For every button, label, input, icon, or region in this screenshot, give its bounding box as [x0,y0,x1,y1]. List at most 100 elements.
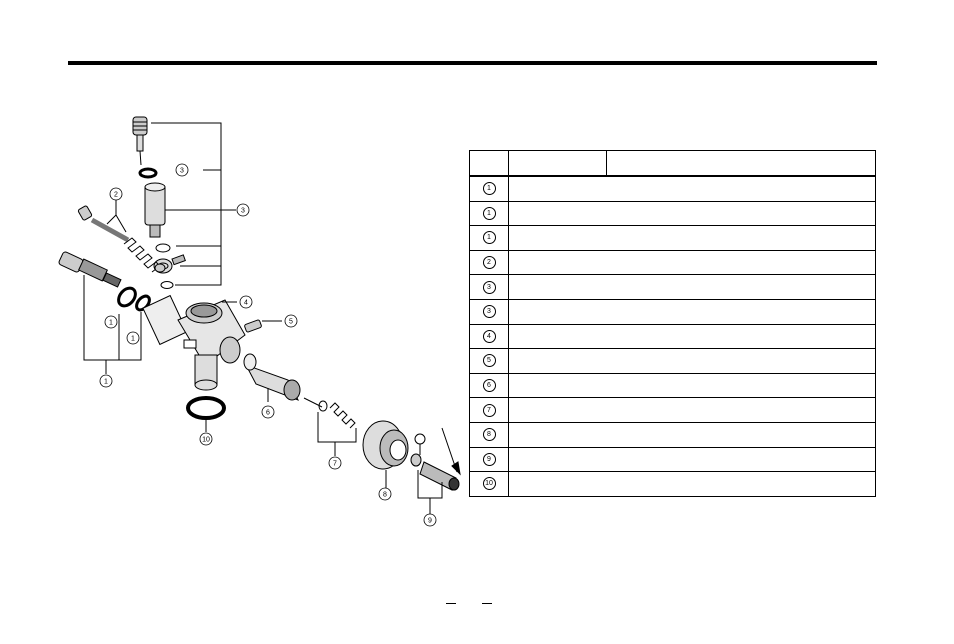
table-row: 9 [469,446,876,473]
row-part-no-cell [508,348,607,374]
row-description-cell [606,471,876,497]
row-part-no-cell [508,323,607,350]
row-description-cell [606,175,876,202]
row-number-cell: 10 [469,471,509,497]
callout-4: 4 [244,300,248,307]
table-row: 6 [469,372,876,399]
row-part-no-cell [508,225,607,251]
row-number-badge: 3 [482,305,496,319]
row-part-no-cell [508,175,607,202]
header-part-no [508,150,607,177]
row-description-cell [606,421,876,448]
parts-table-header [469,150,876,177]
table-row: 3 [469,298,876,325]
parts-table-body: 1 1 1 2 3 3 4 5 6 7 8 9 10 [469,175,876,497]
row-number-badge: 4 [482,329,496,343]
row-part-no-cell [508,274,607,300]
table-row: 5 [469,348,876,374]
valve-fitting-1-icon [58,251,122,288]
callout-9: 9 [428,518,432,525]
row-description-cell [606,446,876,473]
callout-3a: 3 [180,168,184,175]
row-description-cell [606,200,876,227]
row-number-badge: 3 [482,280,496,294]
main-body-4-icon [142,294,246,391]
callout-2: 2 [114,192,118,199]
row-part-no-cell [508,421,607,448]
row-description-cell [606,249,876,276]
table-row: 3 [469,274,876,300]
row-part-no-cell [508,372,607,399]
table-row: 8 [469,421,876,448]
callout-3b: 3 [241,208,245,215]
table-row: 7 [469,397,876,423]
row-number-cell: 1 [469,225,509,251]
header-description [606,150,876,177]
row-number-badge: 7 [482,403,496,417]
pin-spring-7-icon [303,397,356,429]
page-number-mark-left [446,603,456,604]
callout-1b: 1 [131,336,135,343]
row-number-badge: 6 [482,379,496,393]
row-number-cell: 1 [469,200,509,227]
row-number-badge: 8 [482,428,496,442]
row-number-cell: 8 [469,421,509,448]
row-part-no-cell [508,200,607,227]
row-number-cell: 9 [469,446,509,473]
screw-spring-2-icon [77,205,166,273]
callout-1a: 1 [109,320,113,327]
row-part-no-cell [508,397,607,423]
row-description-cell [606,397,876,423]
header-number [469,150,509,177]
row-number-cell: 2 [469,249,509,276]
callout-10: 10 [202,437,210,444]
row-part-no-cell [508,298,607,325]
row-part-no-cell [508,446,607,473]
row-number-badge: 1 [482,231,496,245]
row-description-cell [606,298,876,325]
o-ring-10-icon [186,396,226,420]
small-ring-2-icon [160,281,174,289]
row-part-no-cell [508,471,607,497]
table-row: 4 [469,323,876,350]
row-number-badge: 5 [482,354,496,368]
parts-table: 1 1 1 2 3 3 4 5 6 7 8 9 10 [469,150,876,497]
row-number-cell: 5 [469,348,509,374]
row-number-badge: 1 [482,182,496,196]
row-number-cell: 7 [469,397,509,423]
ball-screw-9-icon [410,433,460,491]
page-number-mark-right [482,603,492,604]
callout-1c: 1 [104,379,108,386]
row-description-cell [606,323,876,350]
fitting-body-icon [144,182,166,238]
tube-6-icon [243,353,301,401]
row-number-cell: 1 [469,175,509,202]
row-number-badge: 1 [482,206,496,220]
callout-8: 8 [383,492,387,499]
table-row: 10 [469,471,876,497]
table-row: 1 [469,225,876,251]
table-row: 2 [469,249,876,276]
row-description-cell [606,348,876,374]
row-part-no-cell [508,249,607,276]
small-ring-icon [155,243,171,253]
o-ring-1a-icon [117,286,137,308]
table-row: 1 [469,200,876,227]
callout-6: 6 [266,410,270,417]
row-number-cell: 6 [469,372,509,399]
row-number-cell: 3 [469,298,509,325]
row-description-cell [606,225,876,251]
row-number-badge: 10 [482,477,496,491]
row-description-cell [606,372,876,399]
row-number-cell: 4 [469,323,509,350]
table-row: 1 [469,175,876,202]
callout-7: 7 [333,461,337,468]
piston-cap-8-icon [362,420,409,470]
o-ring-3-icon [138,167,158,179]
fitting-top-icon [132,116,148,166]
row-number-badge: 2 [482,256,496,270]
callout-5: 5 [289,319,293,326]
row-number-cell: 3 [469,274,509,300]
row-description-cell [606,274,876,300]
